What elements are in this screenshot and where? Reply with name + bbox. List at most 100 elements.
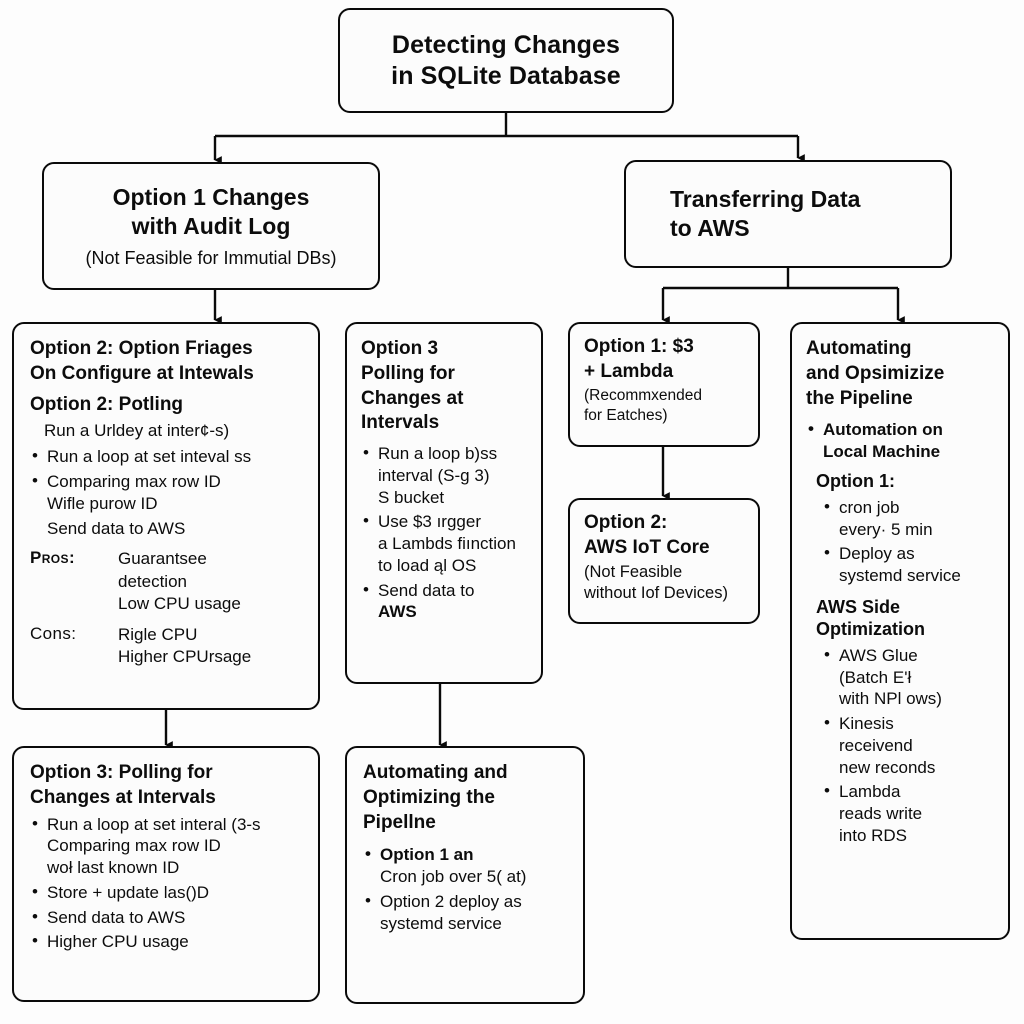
- bullet-cont-2: with NPl ows): [839, 689, 942, 709]
- bullet-text: Run a loop at set inteval ss: [47, 447, 252, 467]
- node-automating-pipeline-mid: Automating and Optimizing the Pipellne O…: [345, 746, 585, 1004]
- node-s3-lambda: Option 1: $3 + Lambda (Recommxended for …: [568, 322, 760, 447]
- col3b-note-line-2: without Iof Devices): [584, 584, 728, 603]
- col1-heading-2: Option 2: Potling: [30, 393, 184, 415]
- node-audit-log: Option 1 Changes with Audit Log (Not Fea…: [42, 162, 380, 290]
- pros-value: Low CPU usage: [118, 593, 241, 613]
- title-line-1: Detecting Changes: [391, 30, 621, 59]
- bullet-text: Comparing max row ID: [47, 472, 221, 492]
- col4-local-list: Automation on Local Machine: [806, 418, 994, 463]
- bullet-text: cron job: [839, 497, 900, 517]
- col3b-heading-line-1: Option 2:: [584, 512, 668, 533]
- col4-option1-list: cron job every· 5 min Deploy as systemd …: [822, 496, 994, 587]
- col1b-heading-line-1: Option 3: Polling for: [30, 762, 213, 783]
- col3-heading-line-1: Option 1: $3: [584, 336, 694, 357]
- cons-value: Higher CPUrsage: [118, 646, 252, 666]
- bullet-text: Automation on: [823, 420, 943, 440]
- node-title: Detecting Changes in SQLite Database: [338, 8, 674, 113]
- col3b-heading-line-2: AWS IoT Core: [584, 536, 710, 558]
- audit-log-line-2: with Audit Log: [131, 212, 291, 239]
- col3b-note-line-1: (Not Feasible: [584, 562, 683, 581]
- cons-row: Cons: Rigle CPU Higher CPUrsage: [30, 624, 302, 668]
- pros-values: Guarantsee detection Low CPU usage: [118, 548, 241, 614]
- bullet-cont-2: to load ąl OS: [378, 555, 477, 575]
- bullet-text: Higher CPU usage: [47, 932, 189, 952]
- bullet-cont-2: into RDS: [839, 825, 908, 845]
- bullet-text: Run a loop at set interal (3-s: [47, 814, 261, 834]
- title-line-2: in SQLite Database: [391, 61, 621, 90]
- bullet-text: Run a loop b)ss: [378, 444, 498, 464]
- cons-label: Cons:: [30, 623, 77, 643]
- list-item: Option 1 an Cron job over 5( at): [363, 843, 567, 888]
- list-item: Automation on Local Machine: [806, 418, 994, 463]
- node-option3-polling-left: Option 3: Polling for Changes at Interva…: [12, 746, 320, 1002]
- col2-heading-line-1: Option 3: [361, 338, 439, 359]
- list-item: Kinesis receivend new reconds: [822, 712, 994, 778]
- bullet-cont: interval (S-g 3): [378, 465, 490, 485]
- col3-heading-line-2: + Lambda: [584, 360, 674, 382]
- col4-aws-side-line-1: AWS Side: [816, 596, 901, 617]
- col4-heading-line-3: the Pipeline: [806, 387, 913, 409]
- pros-label: Pros:: [30, 548, 76, 568]
- col2-heading-line-3: Changes at: [361, 387, 464, 409]
- bullet-text: Lambda: [839, 782, 901, 802]
- bullet-cont: Local Machine: [823, 442, 941, 462]
- bullet-cont-2: new reconds: [839, 757, 936, 777]
- bullet-cont: systemd service: [839, 566, 961, 586]
- col3-note-line-1: (Recommxended: [584, 386, 703, 404]
- col2-heading-line-2: Polling for: [361, 362, 455, 384]
- cons-value: Rigle CPU: [118, 624, 198, 644]
- col1b-bullet-list: Run a loop at set interal (3-s Comparing…: [30, 813, 302, 954]
- bullet-cont: every· 5 min: [839, 519, 933, 539]
- list-item: Send data to AWS: [30, 906, 302, 929]
- list-item: Comparing max row ID Wifle purow ID: [30, 470, 302, 515]
- list-item: Deploy as systemd service: [822, 542, 994, 587]
- list-item: Run a loop b)ss interval (S-g 3) S bucke…: [361, 442, 527, 508]
- node-option2-triggers: Option 2: Option Friages On Configure at…: [12, 322, 320, 710]
- pros-row: Pros: Guarantsee detection Low CPU usage: [30, 548, 302, 614]
- col1b-heading-line-2: Changes at Intervals: [30, 786, 216, 808]
- bullet-cont-2: woł last known ID: [47, 858, 180, 878]
- bullet-text: AWS Glue: [839, 645, 918, 665]
- col2b-bullet-list: Option 1 an Cron job over 5( at) Option …: [363, 843, 567, 935]
- bullet-text: Send data to: [378, 580, 475, 600]
- col2b-heading-line-3: Pipellne: [363, 811, 436, 833]
- bullet-text: Send data to AWS: [47, 907, 186, 927]
- col4-heading-line-1: Automating: [806, 338, 912, 359]
- bullet-text: Kinesis: [839, 714, 894, 733]
- col4-aws-list: AWS Glue (Batch E'ł with NPl ows) Kinesi…: [822, 644, 994, 847]
- bullet-cont: Wifle purow ID: [47, 493, 158, 513]
- bullet-cont: Cron job over 5( at): [380, 867, 527, 887]
- cons-values: Rigle CPU Higher CPUrsage: [118, 624, 251, 668]
- bullet-cont: reads write: [839, 804, 923, 823]
- bullet-cont: AWS: [378, 602, 417, 622]
- pros-value: Guarantsee: [118, 549, 207, 569]
- bullet-text: Store + update las()D: [47, 882, 210, 902]
- col4-aws-side-line-2: Optimization: [816, 618, 925, 639]
- col4-heading-line-2: and Opsimizize: [806, 362, 945, 384]
- bullet-cont: receivend: [839, 735, 913, 755]
- list-item: Send data to AWS: [361, 579, 527, 624]
- col4-option1-label: Option 1:: [816, 470, 895, 491]
- transferring-line-1: Transferring Data: [670, 186, 861, 213]
- list-item: Run a loop at set inteval ss: [30, 445, 302, 468]
- node-option3-polling-mid: Option 3 Polling for Changes at Interval…: [345, 322, 543, 684]
- col1-lead: Run a Urldey at inter¢-s): [44, 421, 230, 441]
- col2b-heading-line-2: Optimizing the: [363, 786, 495, 808]
- bullet-text: Send data to AWS: [47, 518, 186, 538]
- bullet-cont: a Lambds fiınction: [378, 534, 516, 554]
- list-item: Option 2 deploy as systemd service: [363, 890, 567, 935]
- bullet-text: Option 2 deploy as: [380, 891, 522, 911]
- list-item: Use $3 ırgger a Lambds fiınction to load…: [361, 510, 527, 576]
- bullet-text: Use $3 ırgger: [378, 512, 481, 532]
- bullet-cont: systemd service: [380, 913, 502, 933]
- bullet-cont: (Batch E'ł: [839, 667, 912, 687]
- list-item: AWS Glue (Batch E'ł with NPl ows): [822, 644, 994, 710]
- bullet-cont: Comparing max row ID: [47, 836, 221, 856]
- node-aws-iot-core: Option 2: AWS IoT Core (Not Feasible wit…: [568, 498, 760, 624]
- col2-bullet-list: Run a loop b)ss interval (S-g 3) S bucke…: [361, 442, 527, 624]
- bullet-text: Option 1 an: [380, 845, 474, 865]
- list-item: Send data to AWS: [30, 518, 302, 540]
- col2-heading-line-4: Intervals: [361, 412, 440, 434]
